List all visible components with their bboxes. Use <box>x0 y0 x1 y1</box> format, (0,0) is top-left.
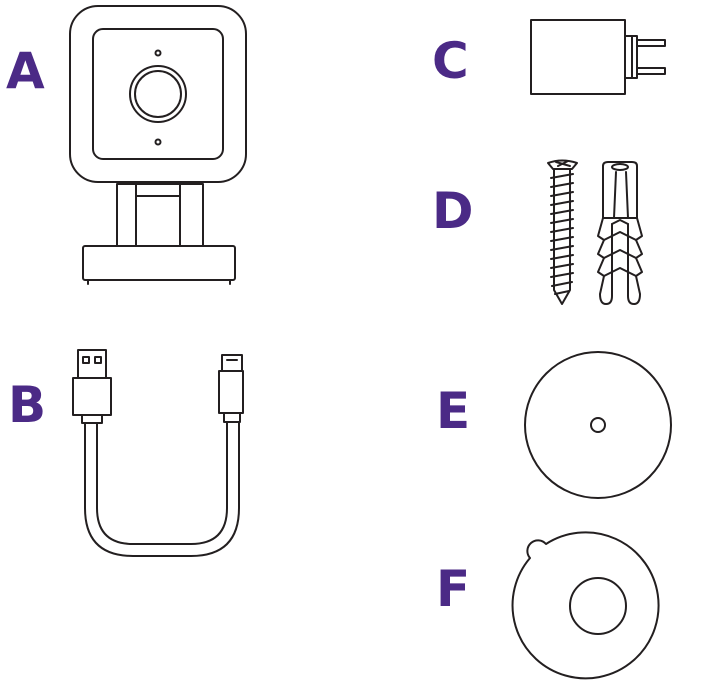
wall-anchor-icon <box>597 161 643 305</box>
label-b: B <box>8 376 47 434</box>
label-d: D <box>432 182 474 240</box>
mounting-plate-icon <box>524 351 672 499</box>
security-camera-icon <box>69 5 247 285</box>
usb-cable-icon <box>72 349 244 557</box>
label-f: F <box>436 560 471 618</box>
label-a: A <box>6 42 45 100</box>
adhesive-mount-icon <box>511 531 660 680</box>
label-c: C <box>432 32 469 90</box>
power-adapter-icon <box>530 19 666 95</box>
screw-icon <box>547 159 578 305</box>
label-e: E <box>436 382 471 440</box>
